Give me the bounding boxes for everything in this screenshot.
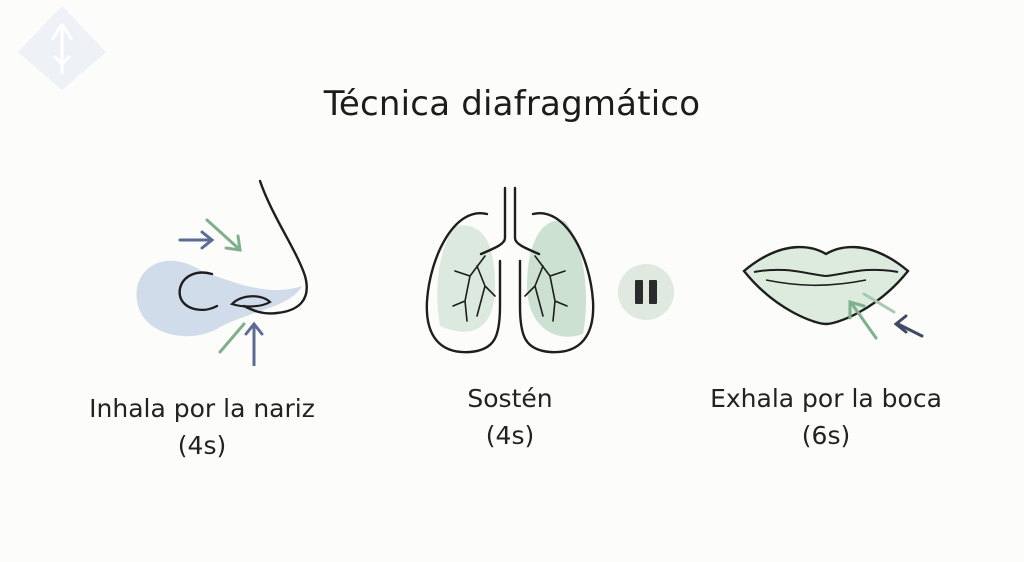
step-label: Sostén [467,384,553,413]
lips-icon [742,245,924,340]
step-label: Inhala por la nariz [89,394,315,423]
step-duration: (4s) [485,421,535,450]
logo-watermark [18,6,106,90]
pause-icon [618,264,674,320]
step-inhale: Inhala por la nariz (4s) [52,176,352,460]
page-title: Técnica diafragmático [323,84,701,124]
step-hold: Sostén (4s) [360,176,660,450]
step-duration: (4s) [177,431,227,460]
nose-icon [136,179,308,366]
step-exhale: Exhala por la boca (6s) [676,176,976,450]
step-duration: (6s) [801,421,851,450]
lungs-icon [425,186,595,354]
step-label: Exhala por la boca [710,384,942,413]
